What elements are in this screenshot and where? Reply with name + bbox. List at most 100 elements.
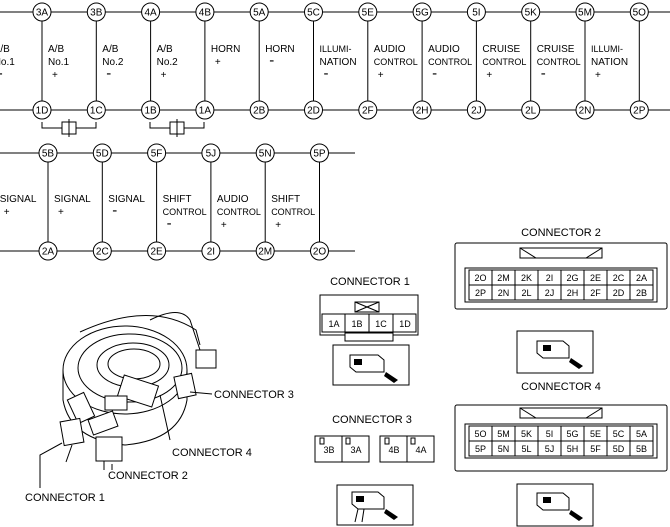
- connector-4-pin: 5A: [636, 429, 647, 439]
- top-circuit-function-label: +: [378, 70, 384, 81]
- connector-1-face: 1A 1B 1C 1D: [319, 294, 419, 342]
- connector-1-pin: 1D: [399, 319, 411, 329]
- connector-3-view-icon: [336, 484, 414, 526]
- bottom-circuit-function-label: +: [221, 220, 227, 231]
- connector-2-pin: 2H: [567, 288, 579, 298]
- top-circuit-function-label: CRUISE: [482, 44, 520, 55]
- bottom-circuit-terminal-bottom-label: 2C: [96, 247, 109, 258]
- bottom-circuit-terminal-bottom: [38, 241, 58, 261]
- bottom-circuit-terminal-top-label: 5D: [96, 149, 109, 160]
- top-circuit-terminal-top-label: 5M: [578, 8, 592, 19]
- connector-3-pin: 3A: [350, 445, 361, 455]
- top-circuit-terminal-top: [195, 2, 215, 22]
- top-circuit-function-label: No.2: [157, 57, 179, 68]
- shorting-bar-2: [149, 119, 205, 137]
- connector-3-pin: 4B: [388, 445, 399, 455]
- connector-2-pin: 2B: [636, 288, 647, 298]
- connector-4-view-icon: [516, 483, 594, 527]
- connector-1-pin: 1B: [351, 319, 362, 329]
- connector-1-pin: 1C: [375, 319, 387, 329]
- bottom-circuit-terminal-bottom: [201, 241, 221, 261]
- top-circuit-function-label: +: [52, 70, 58, 81]
- top-circuit-terminal-top-label: 4A: [144, 8, 157, 19]
- bottom-circuit-terminal-top-label: 5F: [151, 149, 163, 160]
- bottom-circuit-terminal-top: [255, 143, 275, 163]
- top-circuit-terminal-top: [141, 2, 161, 22]
- bottom-circuit-terminal-top-label: 5N: [259, 149, 272, 160]
- top-circuit-terminal-top: [466, 2, 486, 22]
- top-circuit-terminal-top: [412, 2, 432, 22]
- top-circuit-function-label: ILLUMI-: [320, 44, 352, 54]
- callout-connector-3: CONNECTOR 3: [214, 389, 294, 401]
- bottom-circuit-terminal-top-label: 5P: [313, 149, 326, 160]
- shorting-bar-1: [41, 119, 97, 137]
- bottom-circuit-terminal-bottom: [92, 241, 112, 261]
- top-circuit-terminal-bottom-label: 2B: [253, 106, 266, 117]
- top-circuit-function-label: A/B: [102, 44, 118, 55]
- connector-3-face: 3B 3A 4B 4A: [314, 435, 435, 463]
- top-circuit-terminal-bottom-label: 2L: [525, 106, 537, 117]
- top-circuit-function-label: No.1: [0, 57, 15, 68]
- connector-4-pin: 5P: [475, 444, 486, 454]
- bottom-circuit-function-label: +: [275, 220, 281, 231]
- top-circuit-terminal-bottom-label: 2P: [633, 106, 646, 117]
- top-circuit-terminal-bottom-label: 1D: [36, 106, 49, 117]
- top-circuit-terminal-top-label: 5G: [415, 8, 429, 19]
- top-circuit-terminal-top-label: 3B: [90, 8, 103, 19]
- top-circuit-terminal-top: [629, 2, 649, 22]
- connector-4-pin: 5K: [521, 429, 532, 439]
- callout-connector-1: CONNECTOR 1: [25, 492, 105, 504]
- top-circuit-function-label: NATION: [591, 57, 628, 68]
- connector-2-view-icon: [516, 330, 594, 374]
- bottom-circuit-terminal-top: [201, 143, 221, 163]
- connector-2-pin: 2K: [521, 273, 532, 283]
- callout-connector-4: CONNECTOR 4: [172, 447, 252, 459]
- top-circuit-function-label: ILLUMI-: [591, 44, 623, 54]
- connector-4-cell: [629, 440, 654, 457]
- top-circuit-terminal-bottom-label: 1B: [144, 106, 157, 117]
- top-circuit-function-label: A/B: [0, 44, 10, 55]
- bottom-circuit-function-label: SIGNAL: [0, 194, 37, 205]
- top-circuit-terminal-top: [249, 2, 269, 22]
- top-circuit-function-label: +: [595, 70, 601, 81]
- connector-2-pin: 2M: [497, 273, 510, 283]
- top-circuit-function-label: No.1: [48, 57, 70, 68]
- connector-2-title: CONNECTOR 2: [521, 227, 601, 239]
- top-circuit-terminal-bottom: [86, 100, 106, 120]
- bottom-circuit-terminal-bottom-label: 2I: [207, 247, 215, 258]
- bottom-circuit-terminal-bottom: [147, 241, 167, 261]
- top-circuit-function-label: +: [161, 70, 167, 81]
- connector-2-pin: 2I: [546, 273, 554, 283]
- bottom-circuit-function-label: CONTROL: [163, 207, 207, 217]
- bottom-circuit-function-label: +: [58, 207, 64, 218]
- top-circuit-terminal-top: [575, 2, 595, 22]
- top-circuit-function-label: -: [0, 65, 3, 82]
- connector-3-pin: 4A: [415, 445, 426, 455]
- top-circuit-terminal-bottom: [521, 100, 541, 120]
- connector-4-pin: 5F: [590, 444, 601, 454]
- connector-4-pin: 5J: [545, 444, 555, 454]
- connector-4-pin: 5D: [613, 444, 625, 454]
- top-circuit-terminal-top-label: 5K: [525, 8, 538, 19]
- top-circuit-function-label: HORN: [265, 44, 294, 55]
- clock-spring-illustration: [59, 312, 217, 470]
- bottom-circuit-terminal-bottom-label: 2M: [258, 247, 272, 258]
- top-circuit-terminal-bottom: [466, 100, 486, 120]
- top-circuit-function-label: -: [269, 52, 274, 69]
- callout-connector-2: CONNECTOR 2: [108, 470, 188, 482]
- top-circuit-terminal-bottom: [249, 100, 269, 120]
- top-circuit-function-label: -: [541, 65, 546, 82]
- bottom-circuit-terminal-bottom-label: 2O: [313, 247, 327, 258]
- bottom-circuit-terminal-top: [310, 143, 329, 163]
- top-circuit-terminal-bottom-label: 2D: [307, 106, 320, 117]
- top-circuit-terminal-top-label: 4B: [199, 8, 212, 19]
- bottom-circuit-function-label: -: [167, 215, 172, 232]
- top-circuit-function-label: CONTROL: [374, 57, 418, 67]
- connector-1-pin: 1A: [328, 319, 339, 329]
- connector-4-pin: 5H: [567, 444, 579, 454]
- top-circuit-function-label: CONTROL: [428, 57, 472, 67]
- top-circuit-function-label: CONTROL: [482, 57, 526, 67]
- bottom-circuit-function-label: +: [4, 207, 10, 218]
